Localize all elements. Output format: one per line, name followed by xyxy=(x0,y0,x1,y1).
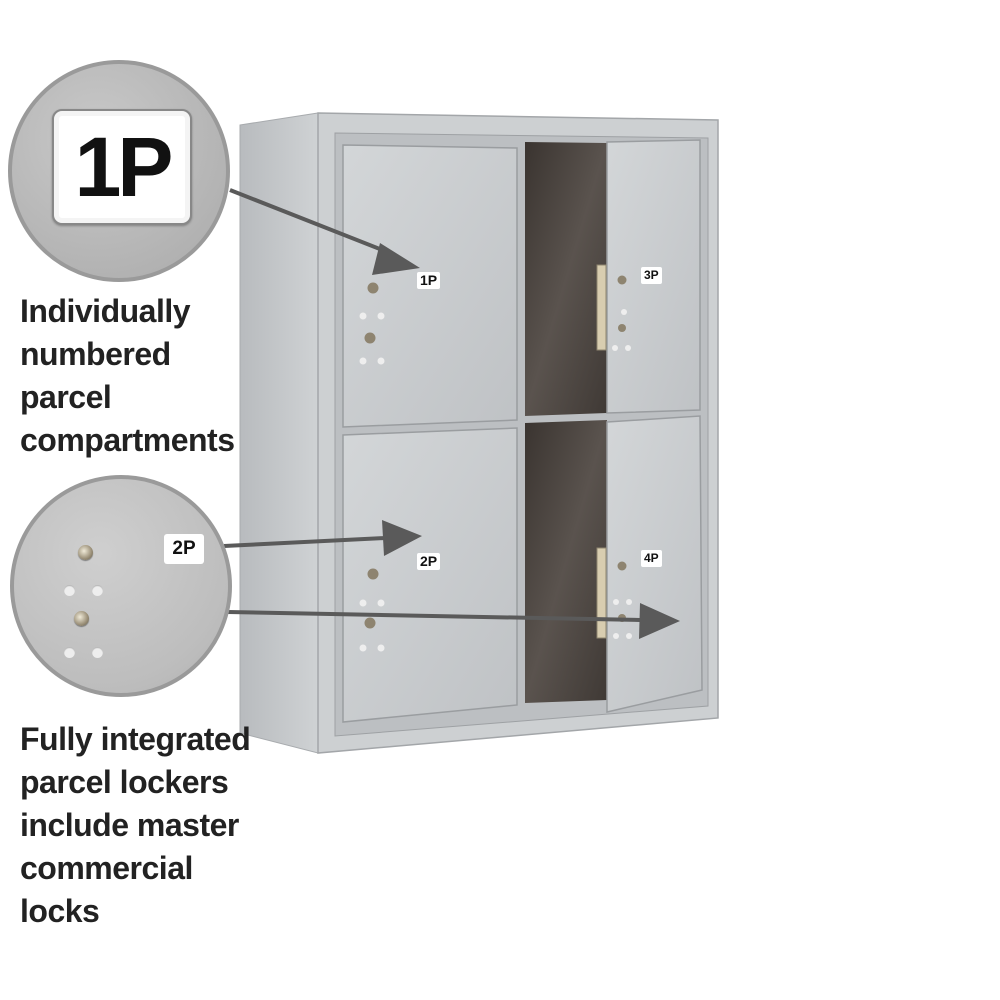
dot-icon xyxy=(64,647,75,658)
dot-icon xyxy=(92,585,103,596)
dot-icon xyxy=(64,585,75,596)
hinge-top xyxy=(596,264,607,351)
caption-integrated-locks: Fully integrated parcel lockers include … xyxy=(20,721,251,929)
zoom-number-plate: 1P xyxy=(52,109,192,225)
door-label-1P: 1P xyxy=(417,272,441,289)
door-label-4P: 4P xyxy=(641,550,662,567)
compartment-interior-bottom xyxy=(525,420,607,703)
lock-icon xyxy=(78,545,93,560)
door-2P xyxy=(342,427,518,723)
lock-icon xyxy=(74,611,89,626)
zoom-detail-number-plate: 1P xyxy=(8,60,230,282)
zoom-detail-locks: 2P xyxy=(10,475,232,697)
door-label-3P: 3P xyxy=(641,267,662,284)
pointer-arrow-3 xyxy=(227,603,680,639)
caption-numbered-compartments: Individually numbered parcel compartment… xyxy=(20,293,235,458)
pointer-arrow-1 xyxy=(229,188,420,275)
door-label-2P: 2P xyxy=(417,553,441,570)
pointer-arrow-2 xyxy=(223,520,422,556)
compartment-interior-top xyxy=(525,142,607,416)
hinge-bottom xyxy=(596,547,607,639)
zoom-lock-label: 2P xyxy=(164,534,204,564)
dot-icon xyxy=(92,647,103,658)
